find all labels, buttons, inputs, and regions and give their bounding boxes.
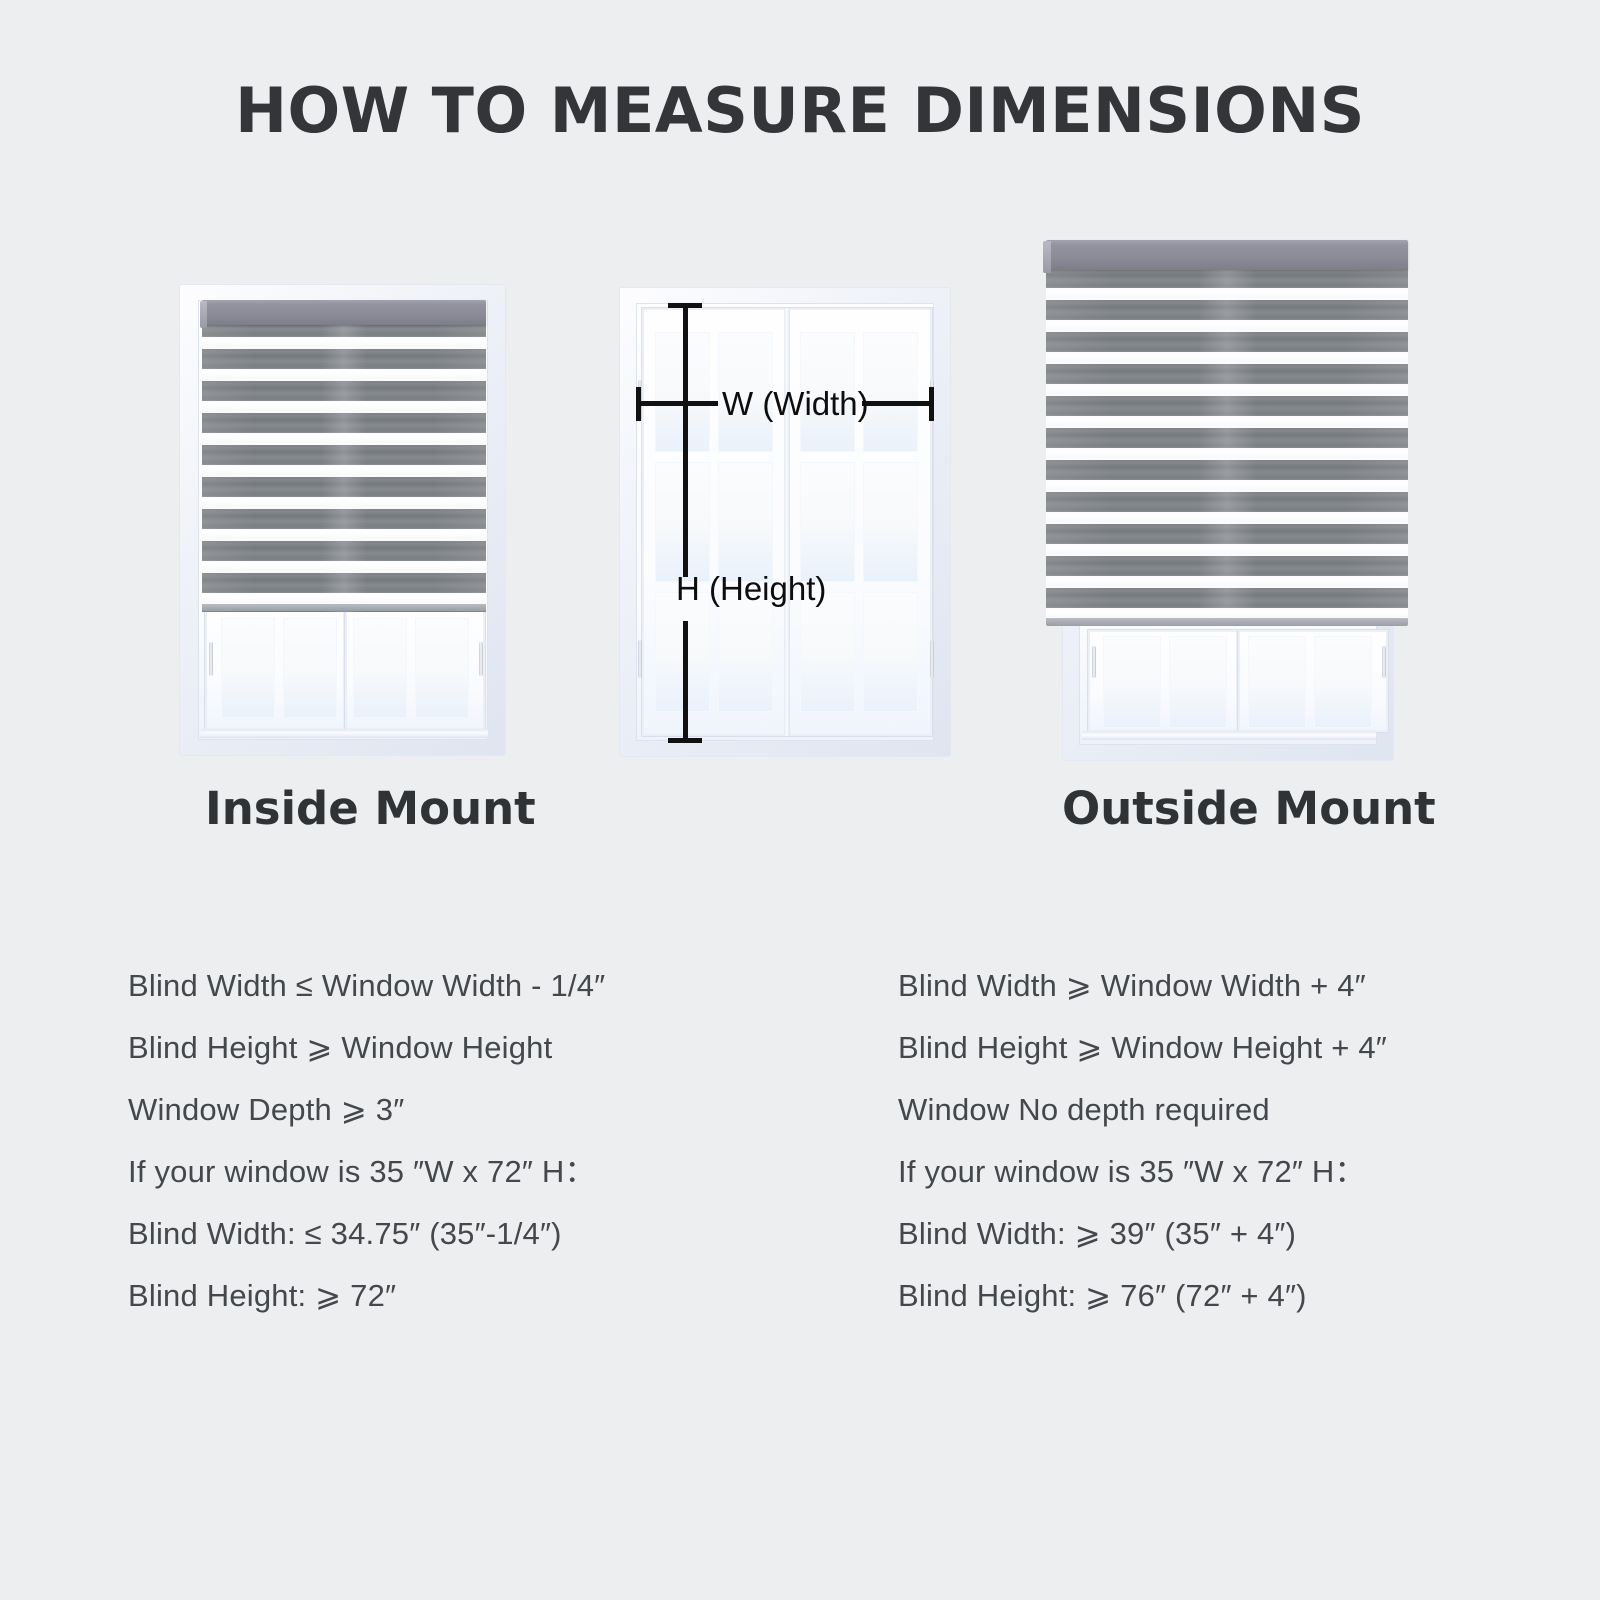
window-pane-inside-3	[353, 618, 407, 718]
spec-line: Blind Height ⩾ Window Height + 4″	[898, 1030, 1387, 1065]
window-sill-inside	[200, 729, 488, 738]
outside-mount-caption: Outside Mount	[1062, 782, 1436, 835]
blind-headrail-outside	[1046, 240, 1408, 270]
spec-line: Blind Height: ⩾ 76″ (72″ + 4″)	[898, 1278, 1307, 1313]
window-pane-center-r4	[863, 462, 918, 582]
width-dimension-cap-right	[929, 387, 934, 421]
width-dimension-line-left	[638, 401, 718, 406]
window-pane-center-r6	[863, 592, 918, 712]
width-dimension-label: W (Width)	[722, 385, 869, 422]
spec-line: Window Depth ⩾ 3″	[128, 1092, 405, 1127]
window-handle-left-outside	[1092, 646, 1096, 678]
window-handle-right-outside	[1382, 646, 1386, 678]
height-dimension-label: H (Height)	[676, 570, 827, 607]
window-handle-left-inside	[209, 642, 213, 676]
window-pane-center-r1	[800, 332, 855, 452]
outside-mount-spec-list: Blind Width ⩾ Window Width + 4″ Blind He…	[898, 955, 1387, 1327]
blind-sheen-outside	[1046, 268, 1408, 620]
window-sill-outside	[1082, 731, 1376, 740]
window-pane-inside-2	[283, 618, 337, 718]
window-center-mullion	[784, 308, 790, 736]
blind-fabric-inside	[202, 317, 486, 612]
diagram-area: Inside Mount W (Width)	[180, 240, 1436, 835]
spec-line: Blind Height: ⩾ 72″	[128, 1278, 397, 1313]
width-dimension-line-right	[862, 401, 932, 406]
spec-line: Blind Width: ≤ 34.75″ (35″-1/4″)	[128, 1216, 562, 1251]
window-handle-lower-left-center	[638, 640, 642, 678]
window-pane-center-l1	[655, 332, 710, 452]
window-pane-center-l6	[718, 592, 773, 712]
width-dimension-cap-left	[636, 387, 641, 421]
spec-line: Blind Height ⩾ Window Height	[128, 1030, 553, 1065]
window-pane-center-l2	[718, 332, 773, 452]
window-pane-outside-4	[1314, 636, 1372, 728]
window-pane-center-l4	[718, 462, 773, 582]
blind-sheen-inside	[202, 317, 486, 612]
blind-headrail-cap-outside	[1043, 241, 1051, 273]
spec-line: Blind Width ⩾ Window Width + 4″	[898, 968, 1366, 1003]
window-pane-inside-4	[415, 618, 469, 718]
spec-line: Window No depth required	[898, 1092, 1270, 1127]
inside-mount-caption: Inside Mount	[205, 782, 536, 835]
blind-bottom-rail-outside	[1046, 618, 1408, 626]
window-pane-inside-1	[221, 618, 275, 718]
inside-mount-spec-list: Blind Width ≤ Window Width - 1/4″ Blind …	[128, 955, 605, 1327]
blind-bottom-rail-inside	[202, 604, 486, 611]
window-pane-center-l5	[655, 592, 710, 712]
window-pane-outside-1	[1103, 636, 1161, 728]
window-pane-center-r5	[800, 592, 855, 712]
window-handle-right-inside	[479, 642, 483, 676]
window-handle-lower-right-center	[930, 640, 934, 678]
window-pane-outside-2	[1169, 636, 1227, 728]
spec-line: Blind Width ≤ Window Width - 1/4″	[128, 968, 606, 1003]
height-dimension-line-upper	[683, 305, 688, 577]
window-pane-outside-3	[1248, 636, 1306, 728]
blind-fabric-outside	[1046, 268, 1408, 620]
height-dimension-cap-bottom	[668, 738, 702, 743]
spec-line: If your window is 35 ″W x 72″ H：	[898, 1154, 1366, 1189]
window-pane-center-l3	[655, 462, 710, 582]
spec-line: Blind Width: ⩾ 39″ (35″ + 4″)	[898, 1216, 1297, 1251]
height-dimension-line-lower	[683, 621, 688, 741]
window-pane-center-r3	[800, 462, 855, 582]
blind-headrail-cap-inside	[200, 301, 207, 328]
height-dimension-cap-top	[668, 303, 702, 308]
window-pane-center-r2	[863, 332, 918, 452]
page-title: HOW TO MEASURE DIMENSIONS	[235, 74, 1365, 147]
spec-line: If your window is 35 ″W x 72″ H：	[128, 1154, 596, 1189]
blind-headrail-inside	[202, 300, 486, 325]
